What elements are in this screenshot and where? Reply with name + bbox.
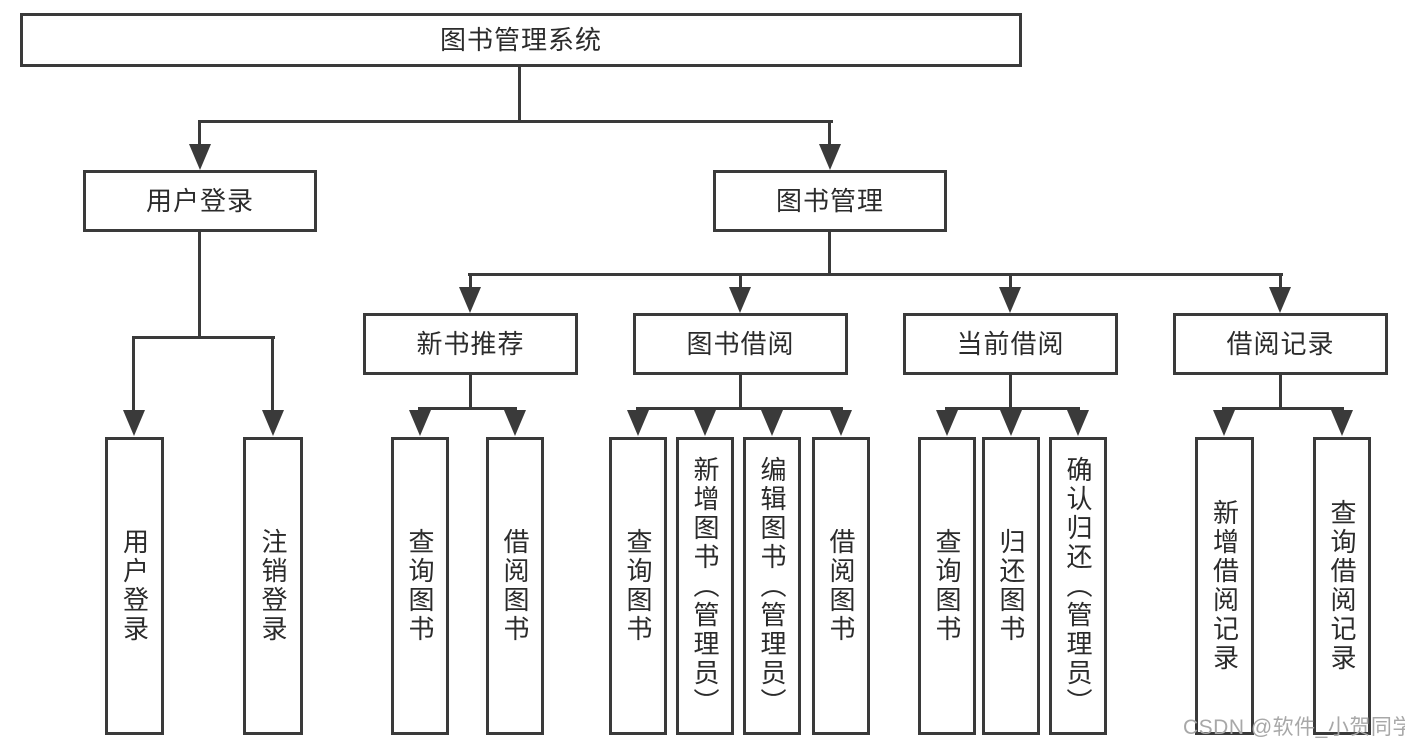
- node-user-login-branch: 用户登录: [83, 170, 317, 232]
- csdn-watermark: CSDN @软件_小贺同学: [1183, 716, 1405, 739]
- leaf-bb-edit-books-admin: 编辑图书（管理员）: [743, 437, 801, 735]
- arrowhead-cb-query-books: [936, 410, 958, 436]
- line-new-book-split: [418, 407, 517, 410]
- arrowhead-bb-add-books: [694, 410, 716, 436]
- line-book-borrowing-split: [636, 407, 843, 410]
- line-user-login-drop: [198, 120, 201, 146]
- arrowhead-leaf-logout: [262, 410, 284, 436]
- node-current-borrowing: 当前借阅: [903, 313, 1118, 375]
- line-borrowing-records-drop: [1279, 276, 1282, 289]
- arrowhead-br-query-record: [1331, 410, 1353, 436]
- arrowhead-nbr-borrow-books: [504, 410, 526, 436]
- line-new-book-drop: [469, 276, 472, 289]
- leaf-cb-return-books: 归还图书: [982, 437, 1040, 735]
- leaf-cb-query-books: 查询图书: [918, 437, 976, 735]
- arrowhead-bb-edit-books: [761, 410, 783, 436]
- arrowhead-user-login: [189, 144, 211, 170]
- line-current-borrowing-split: [945, 407, 1080, 410]
- line-current-borrowing-drop: [1009, 276, 1012, 289]
- leaf-nbr-borrow-books: 借阅图书: [486, 437, 544, 735]
- line-user-login-stem: [198, 232, 201, 339]
- line-book-management-stem: [828, 232, 831, 276]
- node-library-management-system: 图书管理系统: [20, 13, 1022, 67]
- line-borrowing-records-stem: [1279, 375, 1282, 410]
- node-borrowing-records: 借阅记录: [1173, 313, 1388, 375]
- leaf-user-login: 用户登录: [105, 437, 164, 735]
- arrowhead-current-borrowing: [999, 287, 1021, 313]
- line-root-split: [198, 120, 833, 123]
- leaf-br-add-record: 新增借阅记录: [1195, 437, 1254, 735]
- leaf-bb-borrow-books: 借阅图书: [812, 437, 870, 735]
- line-user-login-split: [132, 336, 275, 339]
- leaf-nbr-query-books: 查询图书: [391, 437, 449, 735]
- node-new-book-recommendation: 新书推荐: [363, 313, 578, 375]
- arrowhead-cb-return-books: [1000, 410, 1022, 436]
- line-book-management-drop: [828, 120, 831, 146]
- line-current-borrowing-stem: [1009, 375, 1012, 410]
- arrowhead-new-book-recommendation: [459, 287, 481, 313]
- line-root-stem: [518, 67, 521, 123]
- line-borrowing-records-split: [1222, 407, 1344, 410]
- arrowhead-nbr-query-books: [409, 410, 431, 436]
- line-book-borrowing-stem: [739, 375, 742, 410]
- arrowhead-cb-confirm-return: [1067, 410, 1089, 436]
- leaf-logout: 注销登录: [243, 437, 303, 735]
- leaf-br-query-record: 查询借阅记录: [1313, 437, 1371, 735]
- arrowhead-br-add-record: [1213, 410, 1235, 436]
- node-book-management-branch: 图书管理: [713, 170, 947, 232]
- arrowhead-book-management: [819, 144, 841, 170]
- leaf-cb-confirm-return-admin: 确认归还（管理员）: [1049, 437, 1107, 735]
- leaf-bb-add-books-admin: 新增图书（管理员）: [676, 437, 734, 735]
- line-leaf-logout-drop: [271, 336, 274, 411]
- arrowhead-bb-borrow-books: [830, 410, 852, 436]
- line-book-management-split: [468, 273, 1283, 276]
- arrowhead-bb-query-books: [627, 410, 649, 436]
- line-book-borrowing-drop: [739, 276, 742, 289]
- line-leaf-user-login-drop: [132, 336, 135, 411]
- line-new-book-stem: [469, 375, 472, 410]
- leaf-bb-query-books: 查询图书: [609, 437, 667, 735]
- arrowhead-borrowing-records: [1269, 287, 1291, 313]
- arrowhead-leaf-user-login: [123, 410, 145, 436]
- arrowhead-book-borrowing: [729, 287, 751, 313]
- node-book-borrowing: 图书借阅: [633, 313, 848, 375]
